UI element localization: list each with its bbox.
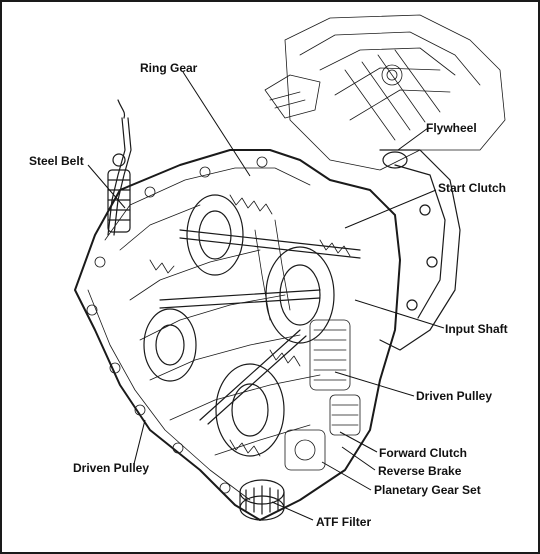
label-driven-pulley-left: Driven Pulley: [73, 461, 150, 475]
label-ring-gear: Ring Gear: [140, 61, 198, 75]
label-input-shaft: Input Shaft: [445, 322, 508, 336]
atf-filter: [239, 479, 285, 521]
label-flywheel: Flywheel: [426, 121, 477, 135]
flywheel-housing: [379, 149, 461, 351]
clutch-packs: [284, 319, 361, 471]
label-start-clutch: Start Clutch: [438, 181, 507, 195]
label-atf-filter: ATF Filter: [316, 515, 372, 529]
label-driven-pulley-right: Driven Pulley: [416, 389, 493, 403]
steel-belt-assembly: [107, 99, 132, 236]
label-planetary-gear-set: Planetary Gear Set: [374, 483, 481, 497]
pulley-shafts: [143, 194, 361, 457]
label-steel-belt: Steel Belt: [29, 154, 84, 168]
gear-teeth: [149, 194, 351, 457]
case-details: [86, 156, 321, 501]
label-forward-clutch: Forward Clutch: [379, 446, 468, 460]
leader-lines: [87, 71, 445, 521]
label-reverse-brake: Reverse Brake: [378, 464, 462, 478]
engine-block: [264, 14, 506, 171]
